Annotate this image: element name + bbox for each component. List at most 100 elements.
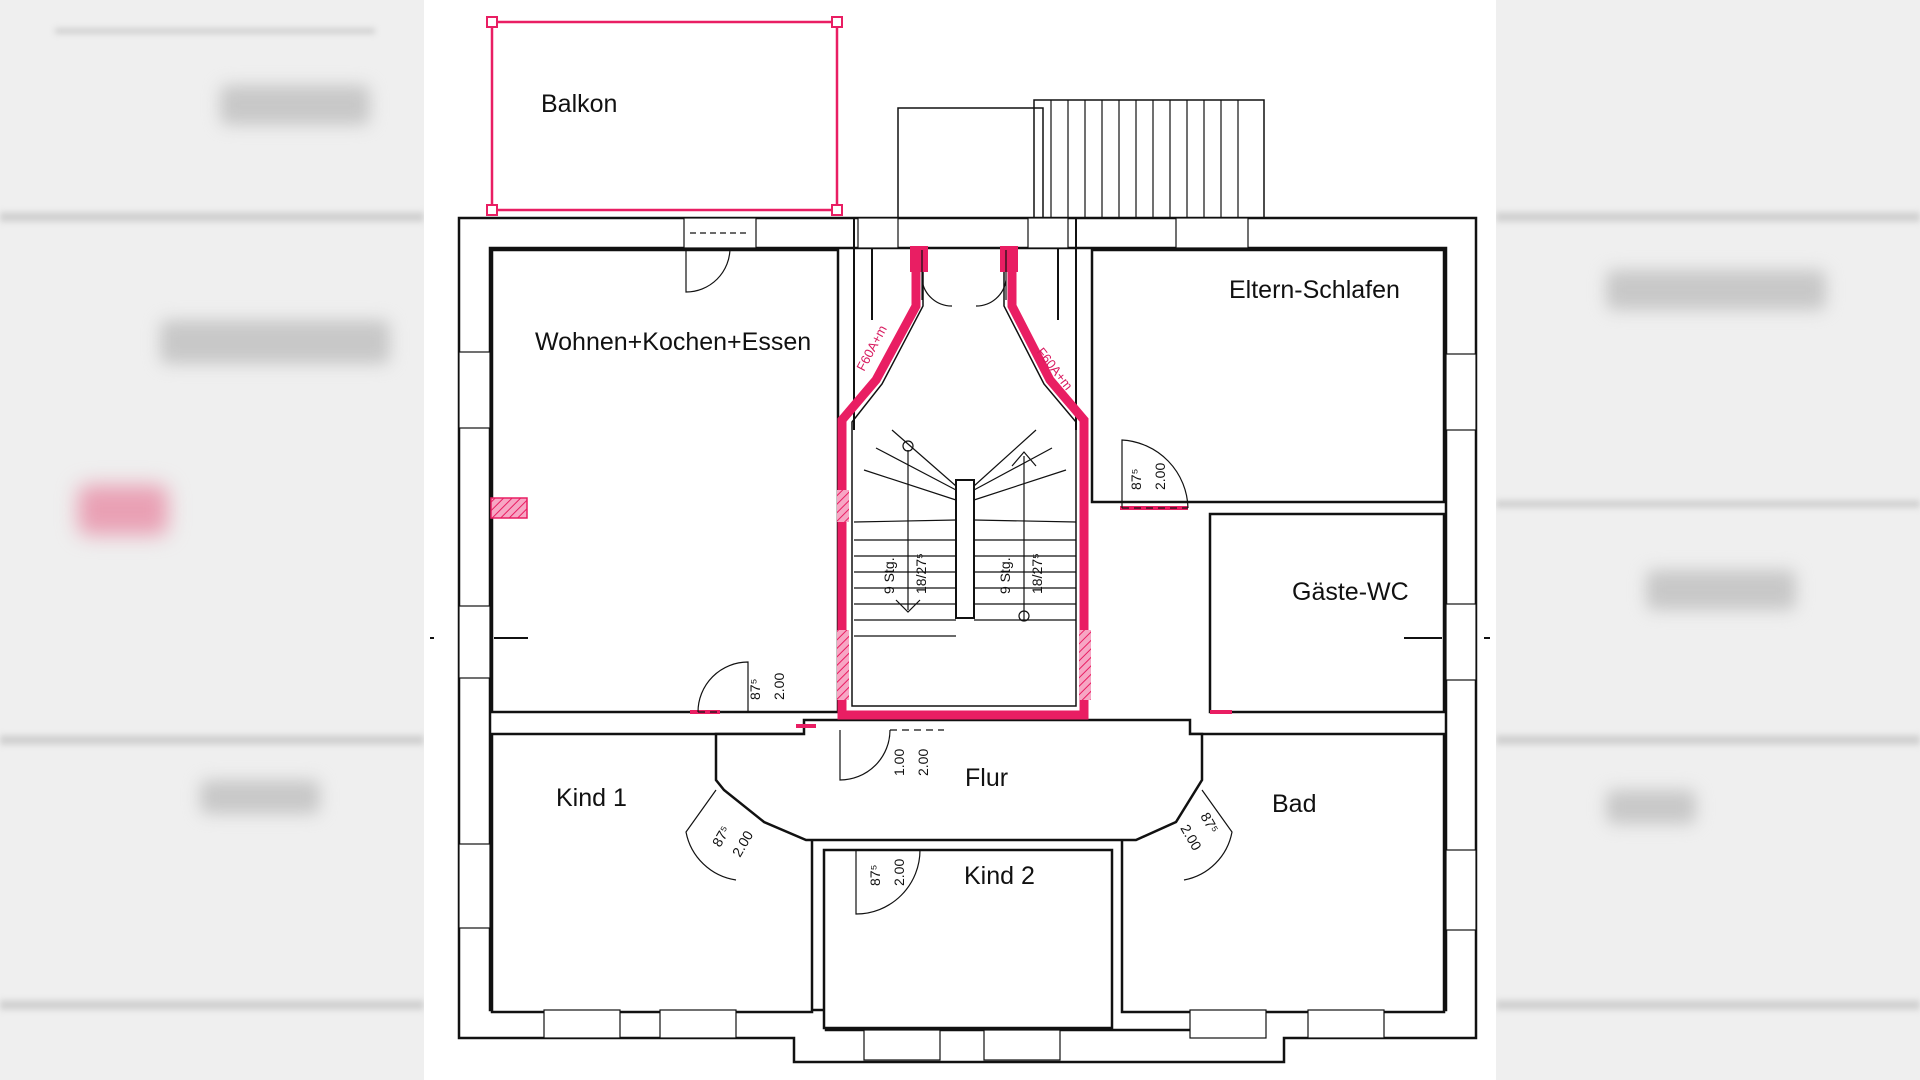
stair-steps-right: 9 Stg. (997, 557, 1013, 594)
exterior-entrance (897, 99, 1265, 219)
stair-core (955, 479, 975, 619)
room-label-kind1: Kind 1 (556, 784, 627, 812)
fire-hatch (1079, 630, 1091, 700)
door-dim-kind2-height: 2.00 (891, 859, 907, 886)
window (1175, 217, 1249, 249)
door-swing-flur (839, 729, 891, 781)
window (1445, 603, 1477, 681)
stair-start-marker (1018, 610, 1030, 622)
room-label-wohnen: Wohnen+Kochen+Essen (535, 328, 811, 356)
door-dim-flur-width: 1.00 (891, 749, 907, 776)
fire-rated-enclosure: F60A+m F60A+m (490, 246, 1232, 728)
door-dim-eltern-width: 87⁵ (1128, 469, 1144, 490)
window (1189, 1009, 1267, 1039)
stair-ratio-left: 18/27⁵ (913, 553, 929, 594)
door-swing-entry-left (921, 250, 953, 307)
stair-start-marker (902, 440, 914, 452)
window (983, 1029, 1061, 1061)
fire-door-jamb (910, 246, 928, 272)
room-gaeste-wc-outline (1208, 512, 1446, 714)
room-label-gaeste-wc: Gäste-WC (1292, 578, 1409, 606)
window (458, 843, 491, 929)
door-dim-eltern-height: 2.00 (1152, 463, 1168, 490)
fire-door-jamb (1000, 246, 1018, 272)
door-dim-kind2-width: 87⁵ (867, 865, 883, 886)
blurred-backdrop-right (1496, 0, 1920, 1080)
door-swing-wohnen (697, 661, 749, 713)
window (857, 217, 899, 249)
blur-blob (160, 320, 390, 364)
blur-blob (200, 780, 320, 814)
floor-plan: F60A+m F60A+m (430, 16, 1490, 1064)
blur-line (0, 212, 424, 222)
blur-blob (1606, 270, 1826, 310)
fire-wall (837, 248, 1089, 720)
fire-hatch (837, 490, 849, 522)
stair-steps-left: 9 Stg. (881, 557, 897, 594)
window (863, 1029, 941, 1061)
room-outlines (490, 248, 1446, 1030)
corridor-outline (714, 718, 1204, 842)
balcony-post (831, 204, 843, 216)
window (1307, 1009, 1385, 1039)
window (1445, 849, 1477, 931)
room-label-flur: Flur (965, 764, 1008, 792)
balcony-post (486, 16, 498, 28)
doors (685, 247, 1233, 915)
windows (458, 217, 1477, 1061)
entrance-landing (897, 107, 1044, 219)
stair-arrow-down (895, 599, 921, 613)
fire-wall-inner-edge (851, 248, 1077, 707)
window (1445, 353, 1477, 431)
door-dim-flur-height: 2.00 (915, 749, 931, 776)
door-dim-wohnen-width: 87⁵ (747, 679, 763, 700)
window (1027, 217, 1069, 249)
fire-hatch-wall-opening (490, 497, 528, 519)
stair-treads-left (853, 429, 957, 637)
window (659, 1009, 737, 1039)
stair-ratio-right: 18/27⁵ (1029, 553, 1045, 594)
room-label-eltern: Eltern-Schlafen (1229, 276, 1400, 304)
room-label-balkon: Balkon (541, 90, 617, 118)
room-label-bad: Bad (1272, 790, 1316, 818)
blur-blob (1606, 790, 1696, 824)
interior-stairs (853, 429, 1077, 637)
door-swing-kind1 (685, 789, 737, 881)
stair-treads-right (973, 429, 1077, 621)
room-wohnen-outline (490, 248, 840, 714)
fire-hatch (837, 630, 849, 700)
door-swing-entry-right (975, 250, 1007, 307)
blur-line (1496, 735, 1920, 745)
blur-line (1496, 1000, 1920, 1010)
door-swing-bad (1183, 789, 1233, 881)
blurred-backdrop-left (0, 0, 424, 1080)
window (458, 351, 491, 429)
blur-line (55, 28, 375, 34)
blur-pink-mark (78, 485, 168, 535)
balcony (486, 16, 843, 216)
room-label-kind2: Kind 2 (964, 862, 1035, 890)
door-swing-eltern (1121, 439, 1189, 509)
window (543, 1009, 621, 1039)
balcony-outline (490, 20, 839, 212)
balcony-post (486, 204, 498, 216)
stairwell-walls (853, 218, 1077, 430)
door-swing-kind2 (855, 849, 921, 915)
door-swing-balcony (685, 247, 731, 293)
blur-line (0, 1000, 424, 1010)
window (458, 605, 491, 679)
door-thresholds (698, 507, 1188, 851)
stair-arrow-up (1011, 451, 1037, 467)
blur-line (1496, 500, 1920, 508)
blur-blob (1646, 570, 1796, 610)
room-eltern-outline (1090, 248, 1446, 504)
blur-line (1496, 212, 1920, 222)
door-dim-wohnen-height: 2.00 (771, 673, 787, 700)
balcony-post (831, 16, 843, 28)
blur-blob (220, 85, 370, 125)
blur-line (0, 735, 424, 745)
exterior-stair-treads (1050, 100, 1239, 218)
room-kind2-outline (822, 848, 1114, 1030)
floor-plan-panel: F60A+m F60A+m (424, 0, 1496, 1080)
